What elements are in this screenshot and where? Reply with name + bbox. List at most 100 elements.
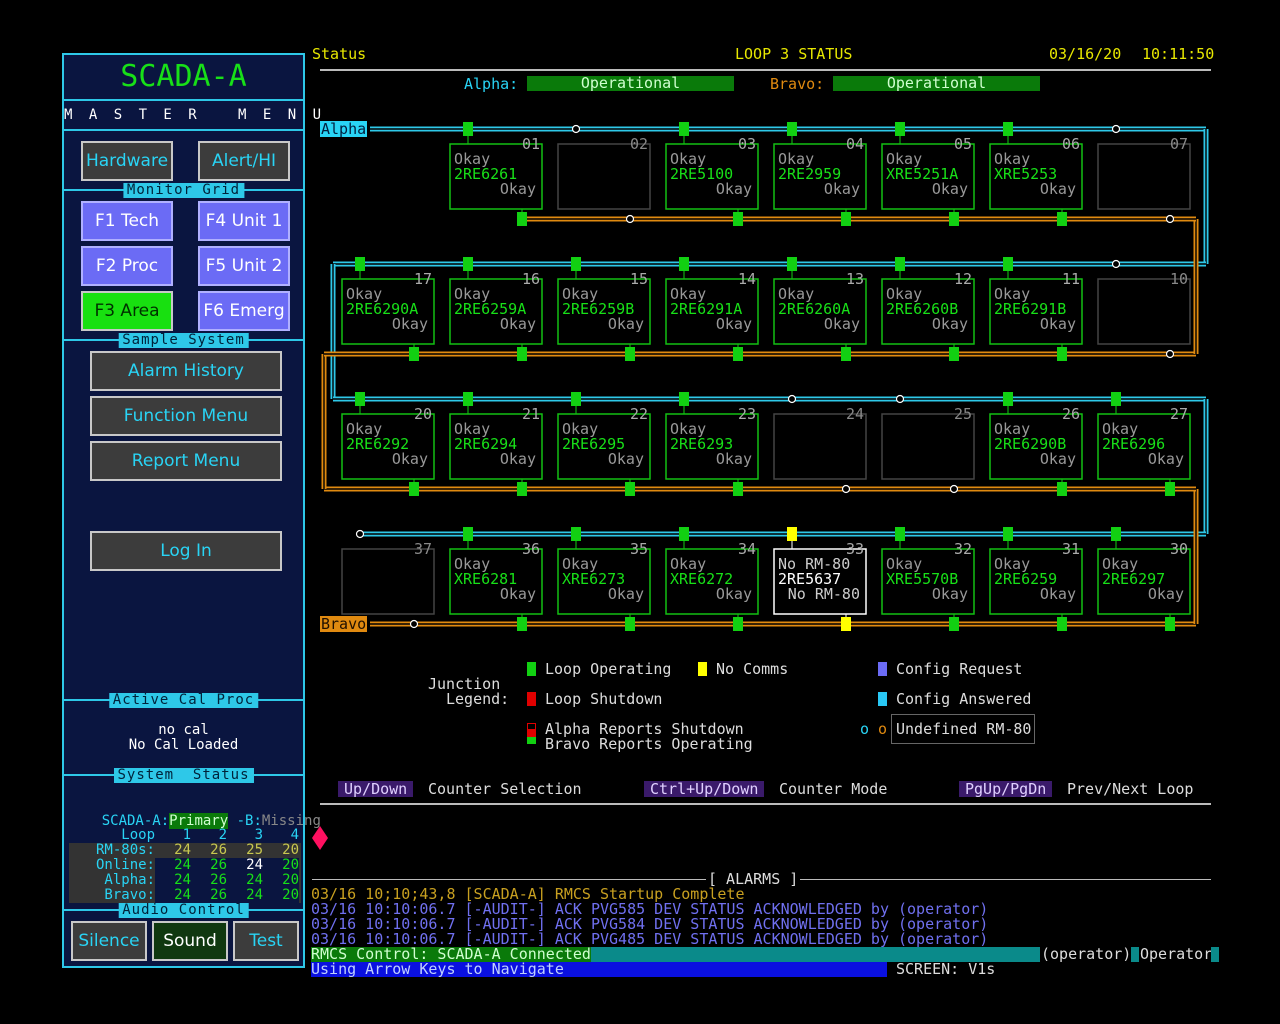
table-cell: 24: [174, 842, 191, 858]
table-cell: 20: [282, 842, 299, 858]
junction-number: 16: [522, 270, 540, 288]
hardware-button[interactable]: Hardware: [81, 141, 173, 181]
junction-device-id: 2RE6260A: [778, 300, 850, 318]
junction-bravo-status: Okay: [932, 585, 968, 603]
bravo-undefined: [1165, 349, 1175, 359]
bravo-undefined: [841, 484, 851, 494]
alpha-junction: [895, 257, 905, 271]
f1-tech-button[interactable]: F1 Tech: [81, 201, 173, 241]
key-updown: Up/Down: [338, 781, 414, 797]
table-cell: 24: [227, 888, 263, 903]
f2-proc-button[interactable]: F2 Proc: [81, 246, 173, 286]
table-header-cell: 3: [254, 827, 263, 843]
sound-button[interactable]: Sound: [152, 921, 228, 961]
bravo-undefined: [625, 214, 635, 224]
no-comms-swatch: [698, 662, 707, 676]
f3-area-button[interactable]: F3 Area: [81, 291, 173, 331]
alpha-junction: [571, 257, 581, 271]
alpha-junction: [463, 122, 473, 136]
function-menu-button[interactable]: Function Menu: [90, 396, 282, 436]
junction-alpha-status: Okay: [454, 150, 490, 168]
alpha-junction: [1111, 392, 1121, 406]
junction-box: [773, 413, 867, 480]
bravo-junction: [1165, 617, 1175, 631]
junction-number: 34: [738, 540, 756, 558]
junction-device-id: XRE5570B: [886, 570, 958, 588]
junction-bravo-status: Okay: [1040, 315, 1076, 333]
alpha-junction: [571, 527, 581, 541]
report-menu-button[interactable]: Report Menu: [90, 441, 282, 481]
header-divider: [320, 69, 1211, 71]
page-title: LOOP 3 STATUS: [735, 45, 853, 63]
junction-device-id: 2RE6259: [994, 570, 1057, 588]
junction-alpha-status: Okay: [562, 420, 598, 438]
table-row-label: RM-80s:: [95, 842, 155, 858]
alpha-loop-tag: Alpha: [320, 120, 368, 138]
junction-bravo-status: Okay: [500, 180, 536, 198]
operator-role: Operator: [1140, 945, 1213, 963]
junction-alpha-status: Okay: [886, 150, 922, 168]
alpha-junction: [1003, 122, 1013, 136]
alarm-line[interactable]: 03/16 10:10:06.7 [-AUDIT-] ACK PVG584 DE…: [311, 915, 989, 933]
f6-emerg-button[interactable]: F6 Emerg: [198, 291, 290, 331]
junction-box: [557, 278, 651, 345]
table-header-cell: 4: [290, 827, 299, 843]
alpha-junction: [787, 527, 797, 541]
junction-box: [665, 143, 759, 210]
junction-bravo-status: Okay: [1040, 180, 1076, 198]
bravo-junction: [517, 347, 527, 361]
alert-hi-button[interactable]: Alert/HI: [198, 141, 290, 181]
scada-b-label: -B:: [228, 813, 262, 829]
junction-bravo-status: Okay: [716, 585, 752, 603]
table-cell: 26: [191, 858, 227, 873]
bravo-junction: [1057, 617, 1067, 631]
loop-shutdown-swatch: [527, 692, 536, 706]
junction-bravo-status: Okay: [716, 315, 752, 333]
table-cell: 24: [155, 873, 191, 888]
junction-number: 05: [954, 135, 972, 153]
f4-unit1-button[interactable]: F4 Unit 1: [198, 201, 290, 241]
f5-unit2-button[interactable]: F5 Unit 2: [198, 246, 290, 286]
junction-number: 24: [846, 405, 864, 423]
junction-box: [881, 413, 975, 480]
alpha-undefined: [895, 394, 905, 404]
alpha-status-value: Operational: [527, 76, 734, 91]
junction-device-id: XRE5251A: [886, 165, 958, 183]
silence-button[interactable]: Silence: [71, 921, 147, 961]
junction-box: [773, 278, 867, 345]
audio-control-title: Audio Control: [118, 903, 249, 918]
legend-config-answered: Config Answered: [896, 690, 1032, 708]
alarm-line[interactable]: 03/16 10:10:06.7 [-AUDIT-] ACK PVG485 DE…: [311, 930, 989, 948]
table-header-cell: Loop: [121, 827, 155, 843]
loop-operating-swatch: [527, 662, 536, 676]
junction-device-id: 2RE6293: [670, 435, 733, 453]
alpha-junction: [679, 527, 689, 541]
alpha-undefined: [787, 394, 797, 404]
junction-device-id: 2RE6290B: [994, 435, 1066, 453]
test-button[interactable]: Test: [233, 921, 299, 961]
scada-b-value: Missing: [261, 813, 321, 829]
junction-bravo-status: Okay: [1040, 450, 1076, 468]
system-status-title: System Status: [113, 768, 254, 783]
alarm-history-button[interactable]: Alarm History: [90, 351, 282, 391]
active-cal-proc-title: Active Cal Proc: [108, 693, 259, 708]
log-in-button[interactable]: Log In: [90, 531, 282, 571]
alpha-junction: [355, 257, 365, 271]
junction-device-id: 2RE6295: [562, 435, 625, 453]
junction-box: [341, 413, 435, 480]
screen-id: SCREEN: V1s: [896, 960, 996, 978]
bravo-junction: [517, 482, 527, 496]
alarms-title: [ ALARMS ]: [706, 870, 801, 888]
junction-number: 03: [738, 135, 756, 153]
junction-number: 30: [1170, 540, 1188, 558]
alarm-line[interactable]: 03/16 10;10;43,8 [SCADA-A] RMCS Startup …: [311, 885, 745, 903]
legend-no-comms: No Comms: [716, 660, 789, 678]
alpha-junction: [355, 392, 365, 406]
junction-number: 33: [846, 540, 864, 558]
alarm-line[interactable]: 03/16 10:10:06.7 [-AUDIT-] ACK PVG585 DE…: [311, 900, 989, 918]
junction-device-id: 2RE6292: [346, 435, 409, 453]
junction-bravo-status: Okay: [824, 315, 860, 333]
junction-box: [341, 278, 435, 345]
bravo-junction: [841, 347, 851, 361]
junction-number: 15: [630, 270, 648, 288]
